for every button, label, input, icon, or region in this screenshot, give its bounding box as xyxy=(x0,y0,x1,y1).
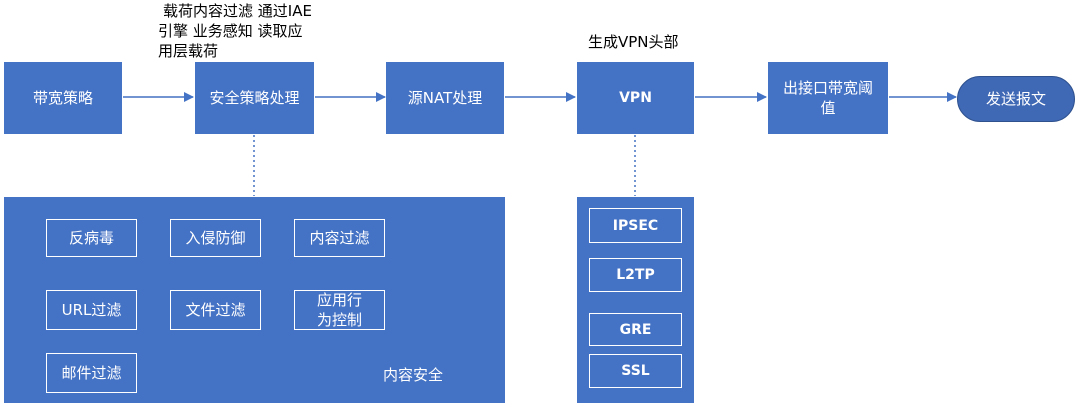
content-item-content-filter: 内容过滤 xyxy=(294,219,385,257)
content-security-panel xyxy=(4,197,505,403)
content-item-mail-filter: 邮件过滤 xyxy=(46,353,137,393)
content-security-label: 内容安全 xyxy=(383,366,444,384)
security-note-line1: 载荷内容过滤 通过IAE xyxy=(163,2,312,20)
vpn-node: VPN xyxy=(577,62,694,134)
content-item-intrusion-prevention: 入侵防御 xyxy=(170,219,261,257)
vpn-types-panel xyxy=(577,197,694,403)
content-item-antivirus: 反病毒 xyxy=(46,219,137,257)
vpn-type-l2tp: L2TP xyxy=(589,258,682,292)
content-item-app-behavior-control: 应用行为控制 xyxy=(294,290,385,330)
send-packet-node: 发送报文 xyxy=(957,76,1075,122)
security-note-line2: 引擎 业务感知 读取应 xyxy=(158,22,303,40)
vpn-note: 生成VPN头部 xyxy=(588,33,679,51)
vpn-type-ssl: SSL xyxy=(589,354,682,388)
egress-bandwidth-threshold-node: 出接口带宽阈值 xyxy=(768,62,888,134)
vpn-type-gre: GRE xyxy=(589,313,682,346)
content-item-url-filter: URL过滤 xyxy=(46,290,137,330)
source-nat-node: 源NAT处理 xyxy=(386,62,504,134)
bandwidth-policy-node: 带宽策略 xyxy=(4,62,122,134)
security-policy-node: 安全策略处理 xyxy=(195,62,314,134)
vpn-type-ipsec: IPSEC xyxy=(589,208,682,243)
security-note-line3: 用层载荷 xyxy=(158,42,219,60)
content-item-file-filter: 文件过滤 xyxy=(170,290,261,330)
